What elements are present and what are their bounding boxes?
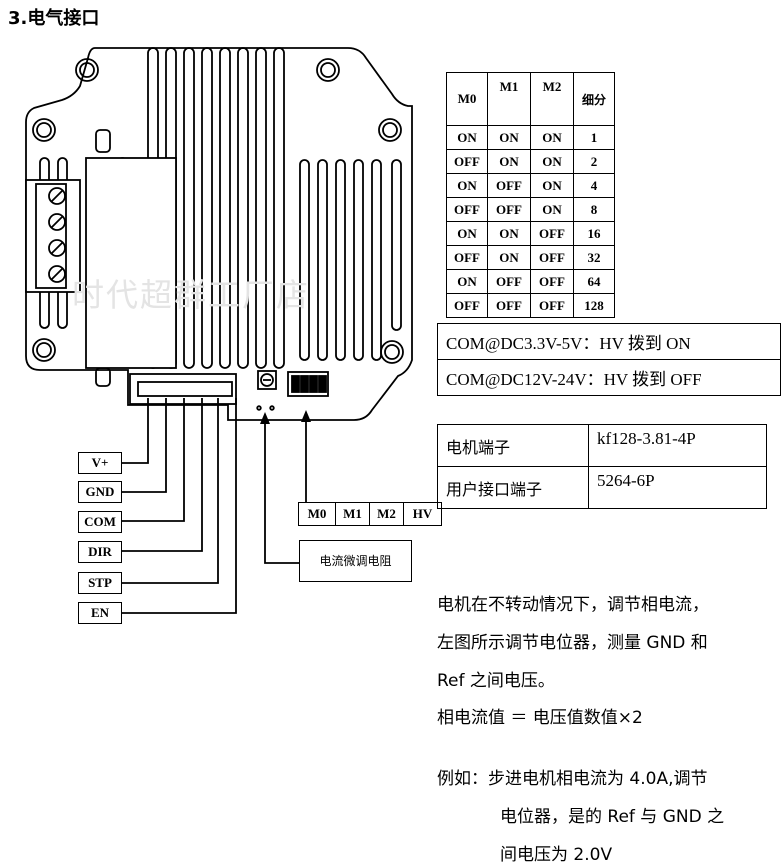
cell: OFF	[530, 221, 574, 246]
cell: ON	[530, 173, 574, 198]
dip-label-m0: M0	[298, 502, 336, 526]
connector-name: 用户接口端子	[437, 466, 589, 509]
description-line-1: 电机在不转动情况下，调节相电流，	[437, 595, 709, 615]
cell: OFF	[446, 197, 488, 222]
dip-label-m2: M2	[370, 502, 404, 526]
cell: OFF	[487, 173, 531, 198]
voltage-row-high: COM@DC12V-24V：HV 拨到 OFF	[437, 359, 781, 396]
cell: ON	[446, 221, 488, 246]
table-row: COM@DC12V-24V：HV 拨到 OFF	[437, 359, 781, 396]
connector-value: 5264-6P	[588, 466, 767, 509]
cell: OFF	[530, 293, 574, 318]
cell: ON	[446, 125, 488, 150]
example-line-2: 电位器，是的 Ref 与 GND 之	[500, 807, 725, 827]
example-line-3: 间电压为 2.0V	[500, 845, 613, 865]
cell: 128	[573, 293, 615, 318]
connector-name: 电机端子	[437, 424, 589, 467]
header-microstep: 细分	[573, 72, 615, 126]
voltage-setting-table: COM@DC3.3V-5V：HV 拨到 ON COM@DC12V-24V：HV …	[437, 323, 781, 396]
pin-label-stp: STP	[78, 572, 122, 594]
cell: 64	[573, 269, 615, 294]
pin-label-en: EN	[78, 602, 122, 624]
cell: ON	[446, 173, 488, 198]
driver-board-diagram	[25, 47, 413, 614]
cell: 8	[573, 197, 615, 222]
cell: OFF	[487, 269, 531, 294]
table-row: 用户接口端子 5264-6P	[437, 466, 767, 509]
header-m2: M2	[530, 72, 574, 126]
cell: OFF	[530, 245, 574, 270]
cell: OFF	[446, 245, 488, 270]
cell: OFF	[446, 149, 488, 174]
table-header-row: M0 M1 M2 细分	[446, 72, 615, 126]
pin-label-vplus: V+	[78, 452, 122, 474]
cell: 2	[573, 149, 615, 174]
cell: 32	[573, 245, 615, 270]
cell: 1	[573, 125, 615, 150]
cell: 16	[573, 221, 615, 246]
pin-label-com: COM	[78, 511, 122, 533]
cell: ON	[530, 197, 574, 222]
cell: ON	[487, 149, 531, 174]
table-row: 电机端子 kf128-3.81-4P	[437, 424, 767, 467]
description-line-3: Ref 之间电压。	[437, 671, 555, 691]
header-m0: M0	[446, 72, 488, 126]
dip-label-hv: HV	[404, 502, 442, 526]
section-title: 3.电气接口	[8, 8, 100, 29]
dip-switch-labels: M0 M1 M2 HV	[298, 502, 442, 526]
cell: OFF	[446, 293, 488, 318]
cell: ON	[487, 245, 531, 270]
cell: ON	[530, 125, 574, 150]
cell: OFF	[530, 269, 574, 294]
pin-label-dir: DIR	[78, 541, 122, 563]
cell: ON	[446, 269, 488, 294]
example-line-1: 例如：步进电机相电流为 4.0A,调节	[437, 769, 708, 789]
cell: OFF	[487, 197, 531, 222]
cell: ON	[530, 149, 574, 174]
table-row: COM@DC3.3V-5V：HV 拨到 ON	[437, 323, 781, 360]
dip-label-m1: M1	[336, 502, 370, 526]
cell: OFF	[487, 293, 531, 318]
connector-table: 电机端子 kf128-3.81-4P 用户接口端子 5264-6P	[437, 424, 767, 509]
header-m1: M1	[487, 72, 531, 126]
formula: 相电流值 ＝ 电压值数值×2	[437, 708, 643, 728]
connector-value: kf128-3.81-4P	[588, 424, 767, 467]
cell: 4	[573, 173, 615, 198]
voltage-row-low: COM@DC3.3V-5V：HV 拨到 ON	[437, 323, 781, 360]
cell: ON	[487, 221, 531, 246]
pin-label-gnd: GND	[78, 481, 122, 503]
watermark: 时代超群工厂店	[72, 276, 311, 314]
pot-label: 电流微调电阻	[299, 540, 412, 582]
description-line-2: 左图所示调节电位器，测量 GND 和	[437, 633, 708, 653]
cell: ON	[487, 125, 531, 150]
